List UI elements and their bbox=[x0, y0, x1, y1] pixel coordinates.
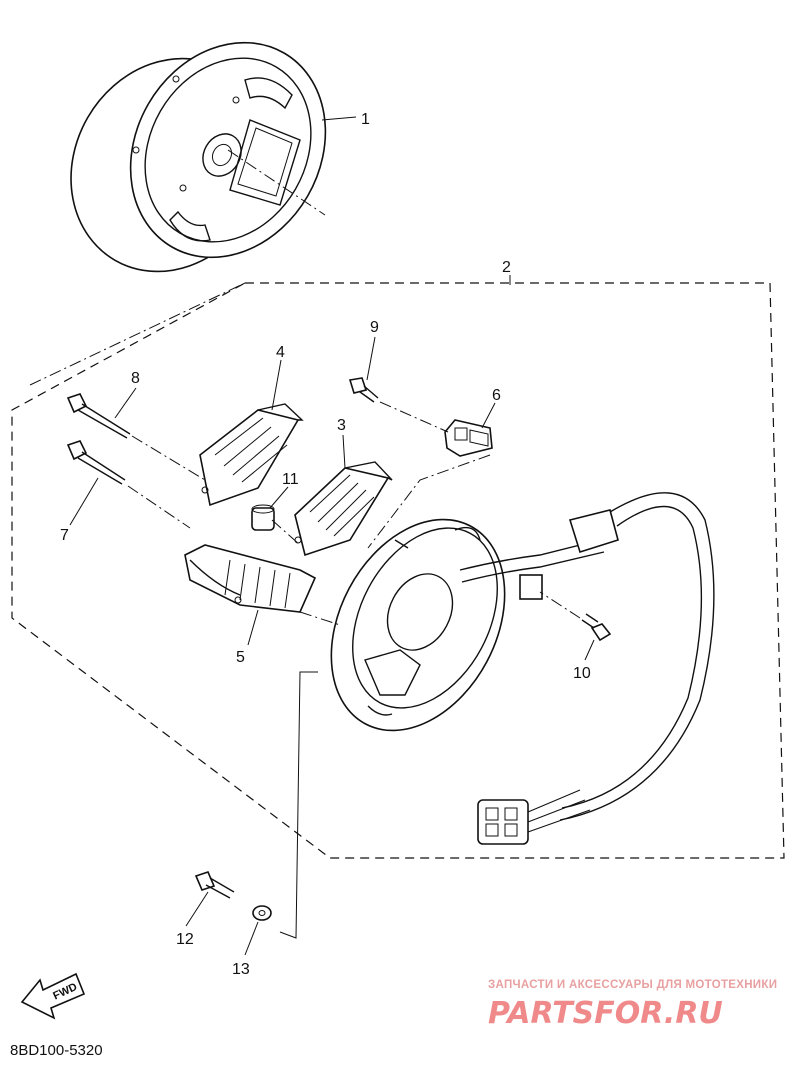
callout-8: 8 bbox=[131, 370, 140, 387]
screw-10 bbox=[581, 613, 612, 642]
screw-9 bbox=[348, 377, 379, 403]
callout-9: 9 bbox=[370, 319, 379, 336]
watermark-tagline: ЗАПЧАСТИ И АКСЕССУАРЫ ДЛЯ МОТОТЕХНИКИ bbox=[488, 979, 777, 991]
assembly-lines bbox=[127, 401, 581, 939]
callout-4: 4 bbox=[276, 344, 285, 361]
callout-11: 11 bbox=[282, 471, 299, 488]
stator-coil-4 bbox=[199, 403, 304, 507]
callout-2: 2 bbox=[502, 259, 511, 276]
callout-6: 6 bbox=[492, 387, 501, 404]
callout-12: 12 bbox=[176, 931, 194, 948]
wiring-harness bbox=[459, 492, 715, 845]
callout-numbers: 1 2 3 4 5 6 7 8 9 10 11 12 13 bbox=[60, 111, 591, 978]
callout-10: 10 bbox=[573, 665, 591, 682]
callout-13: 13 bbox=[232, 961, 250, 978]
leader-lines bbox=[69, 116, 595, 956]
callout-1: 1 bbox=[361, 111, 370, 128]
flywheel-rotor bbox=[70, 41, 327, 273]
connector-coupler bbox=[477, 789, 591, 845]
collar bbox=[251, 504, 275, 531]
screw-7 bbox=[66, 440, 126, 485]
watermark-logo: PARTSFOR.RU bbox=[488, 996, 723, 1031]
drawing-code: 8BD100-5320 bbox=[10, 1042, 103, 1059]
callout-7: 7 bbox=[60, 527, 69, 544]
callout-3: 3 bbox=[337, 417, 346, 434]
stator-assembly-boundary bbox=[11, 282, 785, 859]
fwd-arrow: FWD bbox=[20, 972, 86, 1020]
callout-5: 5 bbox=[236, 649, 245, 666]
stator-coil-3 bbox=[294, 461, 393, 557]
stator-coil-5 bbox=[184, 544, 317, 613]
lead-clamp bbox=[444, 419, 493, 457]
screw-12 bbox=[194, 871, 235, 899]
screw-8 bbox=[66, 393, 131, 439]
washer-13 bbox=[252, 905, 272, 921]
stator-base-plate bbox=[330, 518, 506, 732]
watermark: ЗАПЧАСТИ И АКСЕССУАРЫ ДЛЯ МОТОТЕХНИКИ PA… bbox=[488, 979, 777, 1031]
